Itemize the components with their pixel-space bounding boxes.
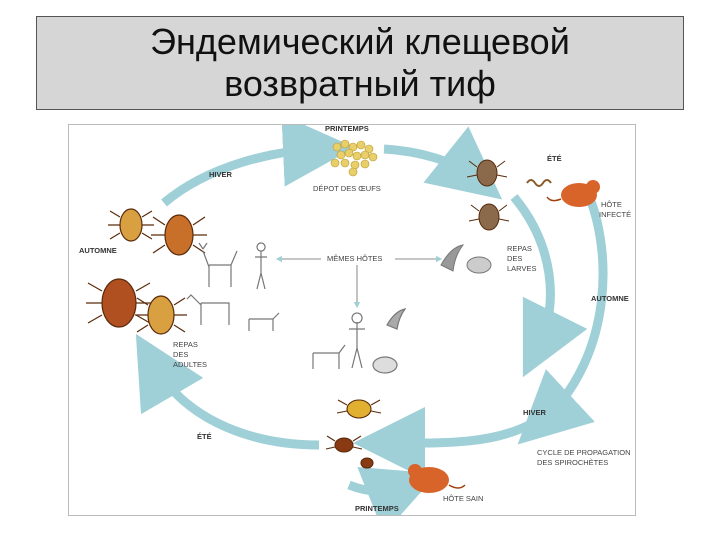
label-hiver-top: HIVER (209, 170, 233, 179)
bird-icon (386, 308, 407, 330)
label-repas-adultes-2: DES (173, 350, 188, 359)
label-ete-left: ÉTÉ (197, 432, 212, 441)
slide-title-box: Эндемический клещевой возвратный тиф (36, 16, 684, 110)
slide-title-line-2: возвратный тиф (224, 63, 496, 104)
arrow-bottom-left (135, 333, 320, 450)
tick-life-cycle-figure: PRINTEMPS HIVER DÉPOT DES ŒUFS ÉTÉ HÔTE … (68, 124, 636, 516)
infected-rodent-icon (546, 180, 600, 207)
label-automne-right: AUTOMNE (591, 294, 629, 303)
label-hote-infecte-2: INFECTÉ (599, 210, 631, 219)
arrow-top-left (161, 125, 355, 207)
hosts-right-group (440, 244, 492, 274)
hosts-left-group (186, 242, 280, 331)
label-repas-adultes-3: ADULTES (173, 360, 207, 369)
label-repas-larves-1: REPAS (507, 244, 532, 253)
tick-icon (466, 159, 508, 187)
label-cycle-1: CYCLE DE PROPAGATION (537, 448, 631, 457)
label-printemps-bottom: PRINTEMPS (355, 504, 399, 513)
dog-icon (312, 344, 346, 369)
label-hote-infecte-1: HÔTE (601, 200, 622, 209)
label-memes-hotes: MÊMES HÔTES (327, 254, 382, 263)
bird-icon (440, 244, 465, 272)
mouse-icon (372, 356, 398, 374)
label-repas-larves-2: DES (507, 254, 522, 263)
arrow-right-inner (510, 194, 588, 378)
larva-ticks-right (466, 159, 510, 231)
label-printemps-top: PRINTEMPS (325, 125, 369, 133)
dog-icon (248, 312, 280, 331)
label-ete-right: ÉTÉ (547, 154, 562, 163)
tick-icon (108, 208, 154, 242)
healthy-rodent-icon (408, 464, 466, 493)
human-icon (255, 242, 267, 290)
eggs-cluster (330, 139, 378, 177)
tick-icon (336, 399, 382, 419)
label-automne-left: AUTOMNE (79, 246, 117, 255)
label-repas-adultes-1: REPAS (173, 340, 198, 349)
larvae-icon (526, 179, 552, 187)
horse-icon (186, 294, 230, 325)
ticks-bottom (325, 399, 382, 469)
tick-icon (325, 435, 363, 453)
arrow-right-outer (517, 182, 608, 445)
slide-title-line-1: Эндемический клещевой (150, 21, 570, 62)
tick-icon (468, 203, 510, 231)
human-icon (349, 312, 365, 369)
mouse-icon (466, 256, 492, 274)
arrow-bottom-printemps (347, 466, 438, 515)
deer-icon (198, 242, 238, 287)
label-hiver-bottom: HIVER (523, 408, 547, 417)
adult-ticks-left (86, 208, 207, 335)
label-cycle-2: DES SPIROCHÈTES (537, 458, 608, 467)
host-pointer-lines (275, 255, 443, 309)
cycle-arrows (135, 125, 608, 515)
arrow-bottom-right (353, 407, 532, 480)
cycle-diagram: PRINTEMPS HIVER DÉPOT DES ŒUFS ÉTÉ HÔTE … (79, 125, 631, 515)
label-repas-larves-3: LARVES (507, 264, 536, 273)
tick-icon (360, 457, 374, 469)
arrow-top-right (383, 126, 503, 200)
label-depot-oeufs: DÉPOT DES ŒUFS (313, 184, 381, 193)
tick-icon (86, 278, 152, 328)
tick-icon (151, 214, 207, 256)
hosts-center-group (312, 308, 407, 374)
label-hote-sain: HÔTE SAIN (443, 494, 483, 503)
tick-icon (135, 295, 187, 335)
